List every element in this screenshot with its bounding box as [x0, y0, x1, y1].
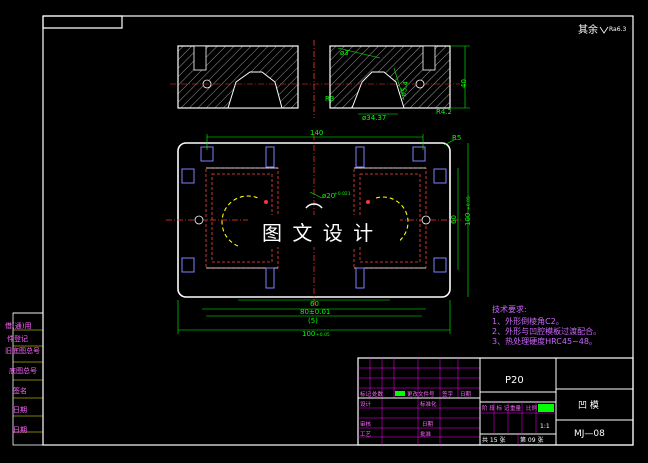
dim-top-hole: ø3 — [340, 49, 349, 57]
tb-ratio: 比例 — [526, 404, 538, 412]
dim-plan-bot4: 100 — [302, 330, 315, 338]
tech-note-2: 2、外形与凹腔模板过渡配合。 — [492, 326, 601, 336]
strip-label-1: 借(通)用 — [5, 321, 31, 330]
left-strip: 借(通)用 件登记 旧底图总号 底图总号 签名 日期 日期 — [5, 312, 44, 446]
title-block: 标记 处数 更改文件号 签字 日期 设计 标准化 审核 工艺 批准 阶 段 标 … — [357, 357, 634, 446]
dim-plan-center-tol: +0.021 — [334, 191, 351, 197]
tb-check: 审核 — [360, 420, 372, 428]
tb-design: 设计 — [360, 400, 372, 408]
watermark-band — [248, 215, 400, 247]
dim-plan-bot1: 60 — [310, 300, 319, 308]
dim-height-right: 40 — [460, 79, 468, 88]
dim-plan-bot4-tol: +0.05 — [316, 332, 330, 338]
tb-approve: 批准 — [420, 430, 432, 438]
tb-change: 更改文件号 — [407, 390, 435, 398]
strip-label-2: 件登记 — [7, 334, 28, 343]
corner-roughness: Ra6.3 — [609, 26, 626, 33]
tech-note-1: 1、外形倒棱角C2。 — [492, 316, 564, 326]
roughness-symbol-icon — [599, 26, 609, 34]
watermark: 图 文 设 计 — [262, 221, 375, 245]
plan-view: 140 R5 60 100 +0.05 ø20 +0.021 60 80±0.0… — [166, 129, 472, 338]
dim-plan-center: ø20 — [322, 192, 335, 200]
strip-label-5: 签名 — [13, 386, 27, 395]
dim-top-rleft: R4.2 — [436, 108, 452, 116]
tech-note-3: 3、热处理硬度HRC45~48。 — [492, 336, 597, 346]
tb-mark: 标记 — [360, 390, 372, 398]
dim-plan-height-inner: 60 — [450, 215, 458, 224]
strip-label-7: 日期 — [13, 426, 27, 434]
tb-weight: 重量 — [510, 404, 522, 412]
strip-label-6: 日期 — [13, 406, 27, 414]
dim-plan-height-tol: +0.05 — [466, 196, 472, 210]
corner-note: 其余 Ra6.3 — [578, 23, 626, 36]
tech-notes: 技术要求: 1、外形倒棱角C2。 2、外形与凹腔模板过渡配合。 3、热处理硬度H… — [492, 304, 601, 346]
tb-craft: 工艺 — [360, 431, 372, 438]
corner-note-text: 其余 — [578, 23, 598, 36]
dim-plan-bot3: (5) — [308, 317, 318, 325]
dim-plan-height: 100 — [464, 213, 472, 226]
dim-plan-r: R5 — [452, 134, 461, 142]
dim-plan-top: 140 — [310, 129, 323, 137]
tb-material: P20 — [505, 375, 524, 386]
tb-count: 处数 — [372, 390, 384, 398]
dim-top-bottom: ø34.37 — [362, 114, 386, 122]
tb-scale: 1:1 — [540, 423, 550, 430]
tb-date: 日期 — [460, 391, 472, 398]
tb-part-name: 凹 模 — [578, 400, 599, 411]
tb-drawing-no: MJ—08 — [574, 429, 605, 439]
section-view: 40 ø3 ø34.37 R3 ø5.4 R4.2 — [170, 40, 470, 122]
tb-sheet-no: 第 09 张 — [520, 436, 543, 444]
dim-plan-bot2: 80±0.01 — [300, 308, 330, 316]
tb-sheet-total: 共 15 张 — [482, 436, 505, 444]
strip-label-4: 底图总号 — [9, 366, 37, 375]
strip-label-3: 旧底图总号 — [5, 346, 40, 355]
dim-top-r: R3 — [325, 95, 334, 103]
tb-stage: 阶 段 标 记 — [482, 404, 510, 412]
tech-notes-title: 技术要求: — [492, 304, 527, 314]
dim-top-chamfer: ø5.4 — [399, 80, 410, 97]
tb-date2: 日期 — [422, 421, 434, 428]
tb-sign: 签字 — [442, 390, 454, 398]
tb-std: 标准化 — [420, 400, 437, 408]
